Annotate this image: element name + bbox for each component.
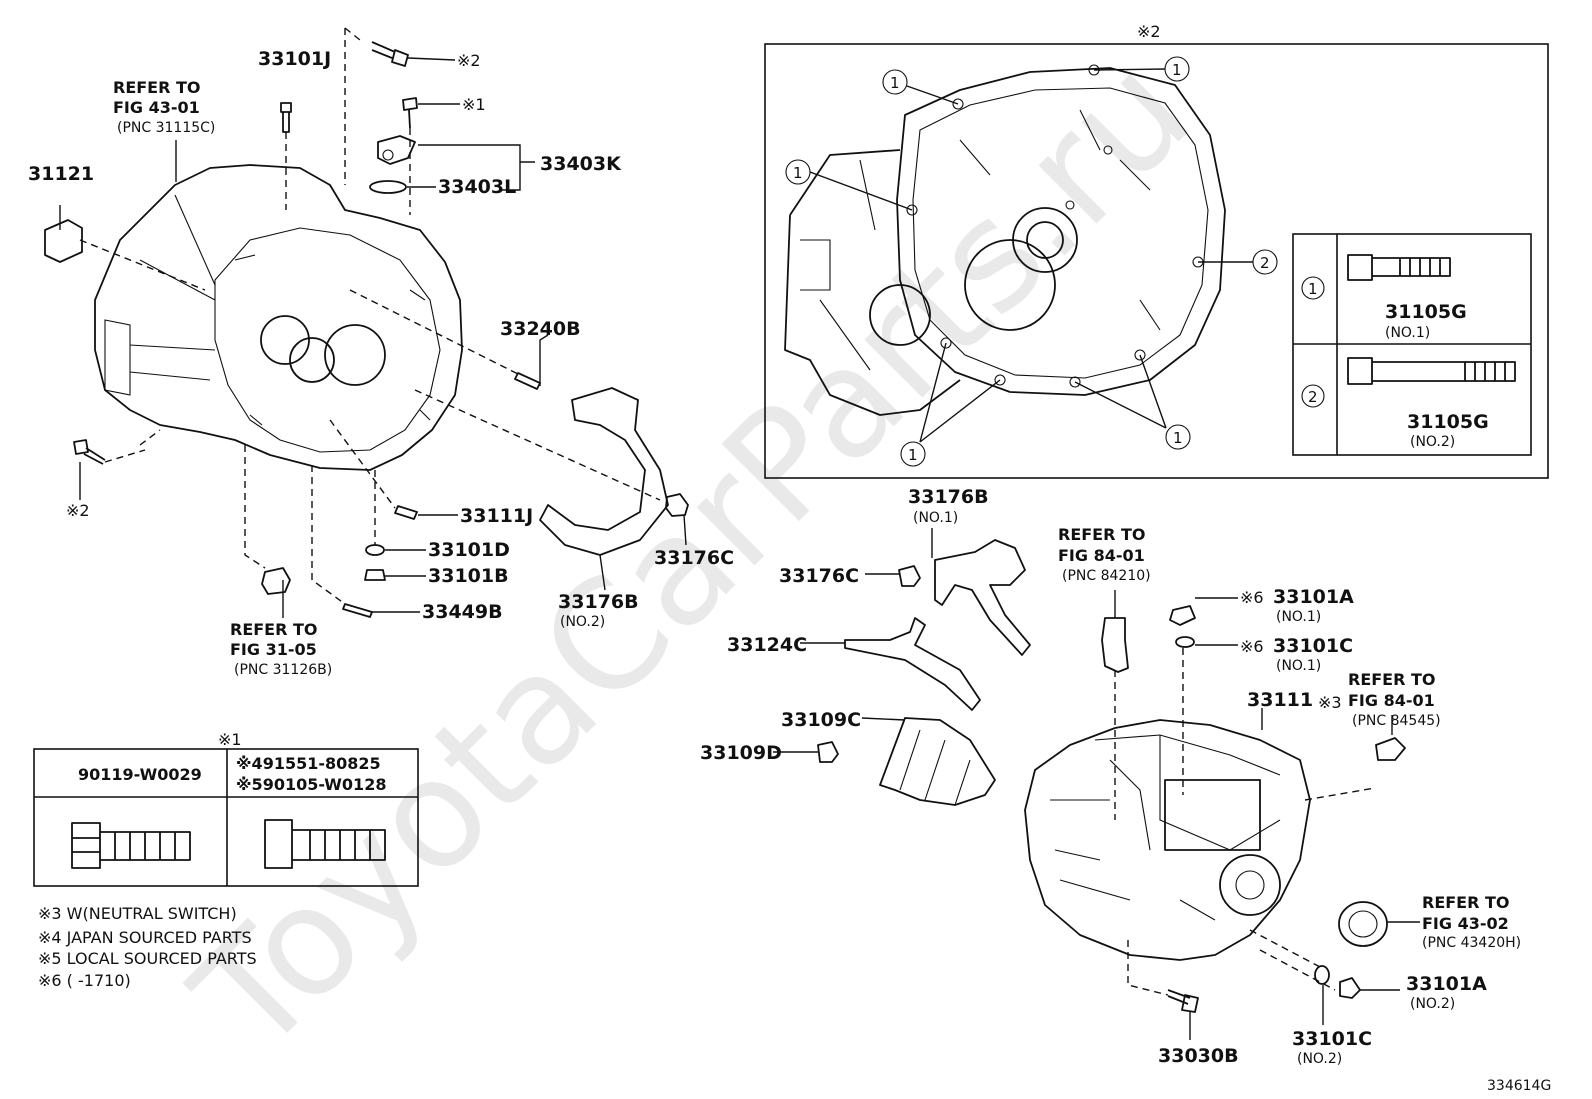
- part-33101A-no1-label: 33101A: [1273, 586, 1354, 608]
- mark-6-a: ※6: [1240, 588, 1264, 607]
- part-33109D-label: 33109D: [700, 742, 782, 764]
- bolt-icon-b: [264, 819, 386, 869]
- bolt-31105G-no1-icon: [1347, 254, 1451, 281]
- ref-fig-43-02-line2: FIG 43-02: [1422, 914, 1509, 933]
- bolt-legend-table: 1 2 31105G (NO.1) 31105G (NO.2): [1292, 233, 1532, 456]
- bolt-90119-W0029: 90119-W0029: [78, 765, 202, 784]
- part-33101D-label: 33101D: [428, 539, 510, 561]
- part-31105G-no1-sub: (NO.1): [1385, 325, 1430, 341]
- legend-callout-1: 1: [1308, 280, 1318, 298]
- callout-1-b: 1: [1172, 61, 1182, 79]
- part-33111J-label: 33111J: [460, 505, 533, 527]
- mark-6-c: ※6: [1240, 637, 1264, 656]
- ref-fig-43-02-line3: (PNC 43420H): [1422, 935, 1521, 951]
- inset-callout-leaders: [809, 68, 1253, 443]
- right-leader-lines: [773, 528, 1420, 1040]
- part-33111-label: 33111: [1247, 689, 1313, 711]
- part-33124C-label: 33124C: [727, 634, 807, 656]
- inset-case-front-view: [784, 64, 1226, 416]
- figure-id: 334614G: [1487, 1078, 1551, 1094]
- left-leader-lines: [59, 27, 687, 618]
- bolt-90105-W0128: ※590105-W0128: [236, 775, 386, 794]
- ref-fig-43-02-line1: REFER TO: [1422, 893, 1510, 912]
- ref-fig-43-01-line1: REFER TO: [113, 78, 201, 97]
- part-33176C-label-a: 33176C: [654, 547, 734, 569]
- part-33176B-no2-sub: (NO.2): [560, 614, 605, 630]
- callout-1-e: 1: [1173, 429, 1183, 447]
- ref-fig-43-01-line3: (PNC 31115C): [117, 120, 215, 136]
- part-33176B-no1-sub: (NO.1): [913, 510, 958, 526]
- callout-2-a: 2: [1260, 254, 1270, 272]
- ref-fig-43-01-line2: FIG 43-01: [113, 98, 200, 117]
- ref-fig-31-05-line1: REFER TO: [230, 620, 318, 639]
- part-31105G-no2-sub: (NO.2): [1410, 434, 1455, 450]
- ref-fig-31-05-line3: (PNC 31126B): [234, 662, 332, 678]
- right-labels: 33176B (NO.1) 33176C 33124C 33109C 33109…: [700, 486, 1551, 1094]
- footnote-4: ※4 JAPAN SOURCED PARTS: [38, 928, 252, 947]
- inset-note-mark: ※2: [1137, 22, 1161, 41]
- footnote-3: ※3 W(NEUTRAL SWITCH): [38, 904, 237, 923]
- ref-fig-84-01-b-line1: REFER TO: [1348, 670, 1436, 689]
- callout-1-d: 1: [908, 446, 918, 464]
- mark-1-top: ※1: [462, 95, 486, 114]
- footnote-5: ※5 LOCAL SOURCED PARTS: [38, 949, 257, 968]
- ref-fig-84-01-b-line3: (PNC 84545): [1352, 713, 1441, 729]
- part-33101A-no2-label: 33101A: [1406, 973, 1487, 995]
- bolt-icon-a: [71, 822, 191, 869]
- ref-fig-31-05-line2: FIG 31-05: [230, 640, 317, 659]
- part-33240B-label: 33240B: [500, 318, 581, 340]
- part-33176C-label-b: 33176C: [779, 565, 859, 587]
- part-33101C-no1-sub: (NO.1): [1276, 658, 1321, 674]
- callout-1-a: 1: [890, 74, 900, 92]
- part-31105G-no2-label: 31105G: [1407, 411, 1489, 433]
- ref-fig-84-01-a-line1: REFER TO: [1058, 525, 1146, 544]
- bolt-spec-table: 90119-W0029 ※491551-80825 ※590105-W0128: [33, 748, 419, 887]
- part-33403L-label: 33403L: [438, 176, 516, 198]
- callout-1-c: 1: [793, 164, 803, 182]
- footnote-6: ※6 ( -1710): [38, 971, 131, 990]
- transmission-case-right: [817, 539, 1406, 1013]
- bolt-91551-80825: ※491551-80825: [236, 754, 381, 773]
- legend-callout-2: 2: [1308, 388, 1318, 406]
- table-note-mark: ※1: [218, 730, 242, 749]
- part-33101C-no2-label: 33101C: [1292, 1028, 1372, 1050]
- ref-fig-84-01-b-line2: FIG 84-01: [1348, 691, 1435, 710]
- footnotes: ※3 W(NEUTRAL SWITCH) ※4 JAPAN SOURCED PA…: [38, 904, 257, 990]
- part-33176B-no1-label: 33176B: [908, 486, 989, 508]
- inset-frame: [764, 43, 1549, 479]
- part-33449B-label: 33449B: [422, 601, 503, 623]
- part-33101C-no2-sub: (NO.2): [1297, 1051, 1342, 1067]
- part-31121-label: 31121: [28, 163, 94, 185]
- part-33030B-label: 33030B: [1158, 1045, 1239, 1067]
- inset-callouts: 1 1 1 2 1 1: [785, 56, 1278, 467]
- ref-fig-84-01-a-line2: FIG 84-01: [1058, 546, 1145, 565]
- mark-2-left: ※2: [66, 501, 90, 520]
- part-33101A-no2-sub: (NO.2): [1410, 996, 1455, 1012]
- part-33101A-no1-sub: (NO.1): [1276, 609, 1321, 625]
- part-33101C-no1-label: 33101C: [1273, 635, 1353, 657]
- ref-fig-84-01-a-line3: (PNC 84210): [1062, 568, 1151, 584]
- part-33101J-label: 33101J: [258, 48, 331, 70]
- mark-3: ※3: [1318, 693, 1342, 712]
- left-labels: 33101J 31121 REFER TO FIG 43-01 (PNC 311…: [28, 48, 734, 678]
- part-33109C-label: 33109C: [781, 709, 861, 731]
- part-33101B-label: 33101B: [428, 565, 509, 587]
- transmission-case-left: [44, 41, 689, 618]
- bolt-31105G-no2-icon: [1347, 357, 1516, 385]
- mark-2-top: ※2: [457, 51, 481, 70]
- part-33176B-no2-label: 33176B: [558, 591, 639, 613]
- part-33403K-label: 33403K: [540, 153, 622, 175]
- part-31105G-no1-label: 31105G: [1385, 301, 1467, 323]
